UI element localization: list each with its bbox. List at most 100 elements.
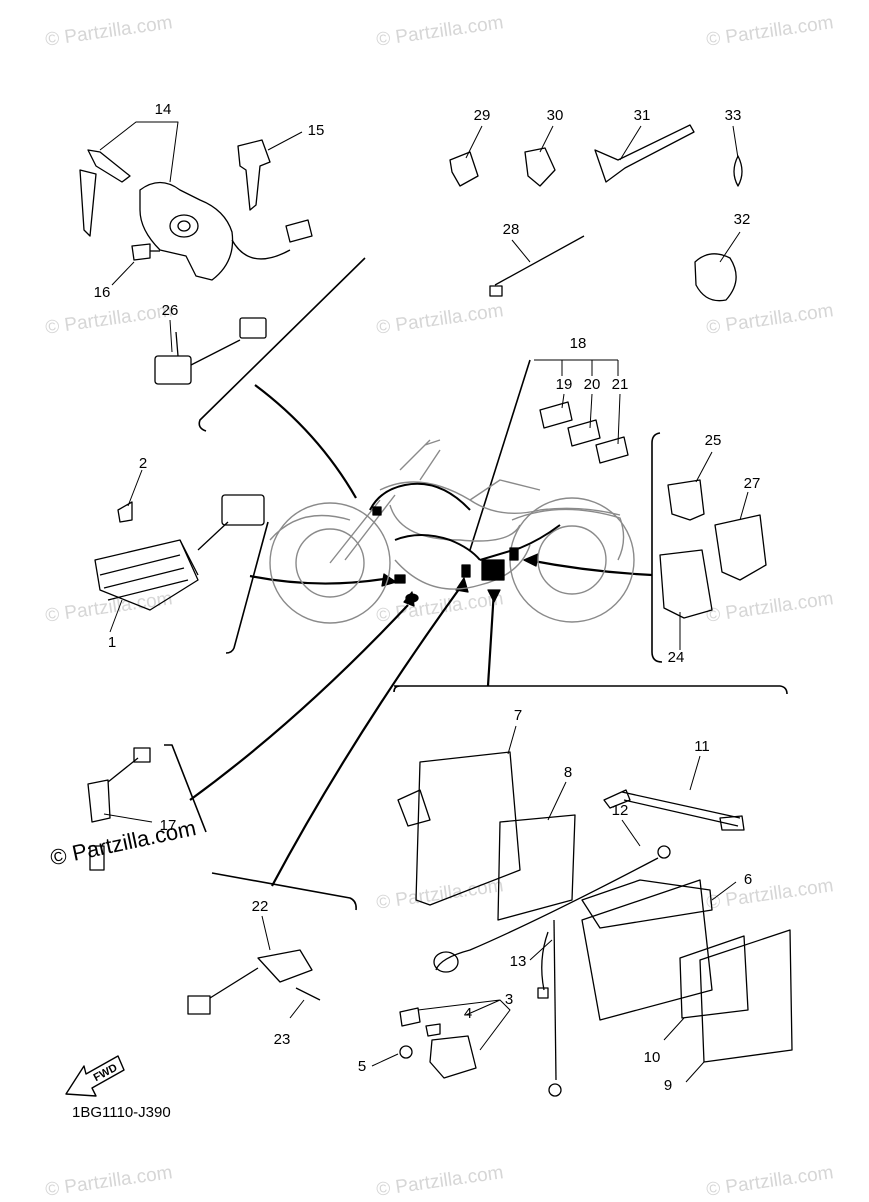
leader-sidestand [271,584,463,887]
callout-26: 26 [162,302,179,319]
callout-18: 18 [570,335,587,352]
callout-31: 31 [634,107,651,124]
leader-fuses [469,359,531,551]
callout-numbers: 1 2 3 4 5 6 7 8 9 10 11 12 13 14 15 16 1… [94,101,761,1094]
leader-11 [689,755,701,791]
leader-5 [371,1053,399,1067]
leader-6 [711,881,737,901]
main-switch-drawing [79,149,313,281]
arrow-head [523,553,539,567]
leader-30 [539,125,554,153]
clamps-drawing [449,124,743,302]
leader-28 [511,239,531,263]
bike-connector [394,574,406,584]
rectifier-drawing [94,494,265,611]
leader-17 [103,813,153,823]
leader-ignition [254,384,357,499]
diagram-code: 1BG1110-J390 [72,1104,171,1121]
neutral-switch-drawing [87,747,151,871]
relays-drawing [659,479,767,619]
bracket-battery [393,685,788,695]
leader-22 [261,915,271,951]
leader-1 [109,599,123,633]
callout-10: 10 [644,1049,661,1066]
motorcycle-silhouette [269,439,635,624]
sidestand-switch-drawing [187,949,321,1015]
leader-rectifier [249,574,391,585]
leader-32 [719,231,741,263]
fwd-arrow-icon [65,1055,125,1097]
bracket-relays [651,432,663,663]
leader-13 [529,939,553,961]
leader-12 [621,819,641,847]
callout-5: 5 [358,1058,366,1075]
leader-3 [417,999,511,1051]
leader-18 [534,359,619,376]
callout-27: 27 [744,475,761,492]
leader-31 [619,125,642,161]
callout-2: 2 [139,455,147,472]
callout-15: 15 [308,122,325,139]
leader-7 [507,725,517,755]
callout-21: 21 [612,376,629,393]
callout-12: 12 [612,802,629,819]
arrow-head [381,573,397,587]
leader-27 [739,491,749,521]
bracket-neutral [164,744,207,833]
callout-22: 22 [252,898,269,915]
callout-30: 30 [547,107,564,124]
callout-32: 32 [734,211,751,228]
leader-10 [663,1017,685,1041]
leader-14 [99,121,179,183]
leader-20 [589,393,593,429]
harness-on-bike [369,482,561,561]
leader-8 [547,781,567,821]
leader-23 [289,999,305,1019]
bracket-ignition [198,257,366,432]
callout-20: 20 [584,376,601,393]
callout-13: 13 [510,953,527,970]
callout-17: 17 [160,817,177,834]
callout-1: 1 [108,634,116,651]
leader-29 [465,125,483,159]
leader-16 [111,261,135,286]
callout-3: 3 [505,991,513,1008]
callout-14: 14 [155,101,172,118]
bracket-rectifier [225,521,269,654]
callout-11: 11 [694,738,710,755]
key-drawing [237,139,271,211]
callout-16: 16 [94,284,111,301]
leader-19 [561,393,565,409]
battery-group-drawing [397,751,793,1097]
leader-relays [527,558,653,577]
leader-25 [695,451,713,483]
bike-connector [461,564,471,578]
leader-26 [169,319,173,353]
leader-2 [127,469,143,507]
leader-21 [617,393,621,445]
lead-wire-drawing [154,317,267,385]
callout-7: 7 [514,707,522,724]
callout-9: 9 [664,1077,672,1094]
leader-neutral [189,604,409,801]
bike-fuse-box [481,559,505,581]
callout-4: 4 [464,1005,472,1022]
callout-28: 28 [503,221,520,238]
callout-6: 6 [744,871,752,888]
fuses-drawing [539,401,629,464]
callout-8: 8 [564,764,572,781]
bike-connector [509,547,519,561]
callout-24: 24 [668,649,685,666]
bike-connector [372,506,382,516]
callout-29: 29 [474,107,491,124]
leader-9 [685,1061,705,1083]
callout-23: 23 [274,1031,291,1048]
callout-33: 33 [725,107,742,124]
leader-33 [732,125,739,159]
leader-battery [486,589,496,687]
bracket-sidestand [211,872,357,911]
callout-25: 25 [705,432,722,449]
bike-connector [405,593,419,603]
callout-19: 19 [556,376,573,393]
